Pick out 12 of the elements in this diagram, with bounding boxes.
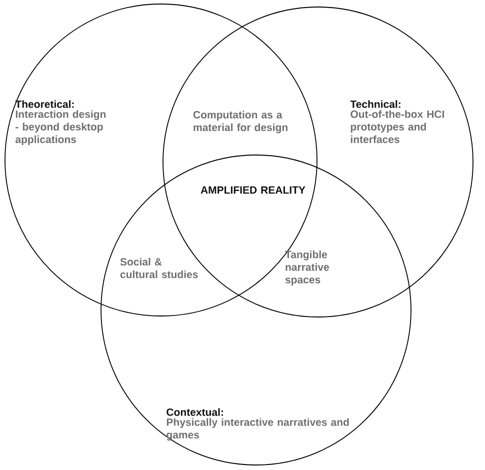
overlap-label: Tangible narrative spaces [285, 250, 329, 286]
overlap-label: Computation as a material for design [193, 110, 288, 134]
circle-heading: Contextual: [166, 408, 223, 416]
circle-description: Interaction design - beyond desktop applications [16, 110, 106, 146]
circle-heading: Technical: [350, 100, 400, 108]
overlap-label: Social & cultural studies [120, 258, 198, 278]
circle-description: Physically interactive narratives and games [166, 418, 349, 441]
circle-heading: Theoretical: [15, 100, 74, 108]
venn-circle [162, 6, 474, 318]
venn-circle [100, 154, 412, 466]
center-label: AMPLIFIED REALITY [200, 186, 306, 194]
circle-description: Out-of-the-box HCI prototypes and interfaces [350, 110, 444, 144]
